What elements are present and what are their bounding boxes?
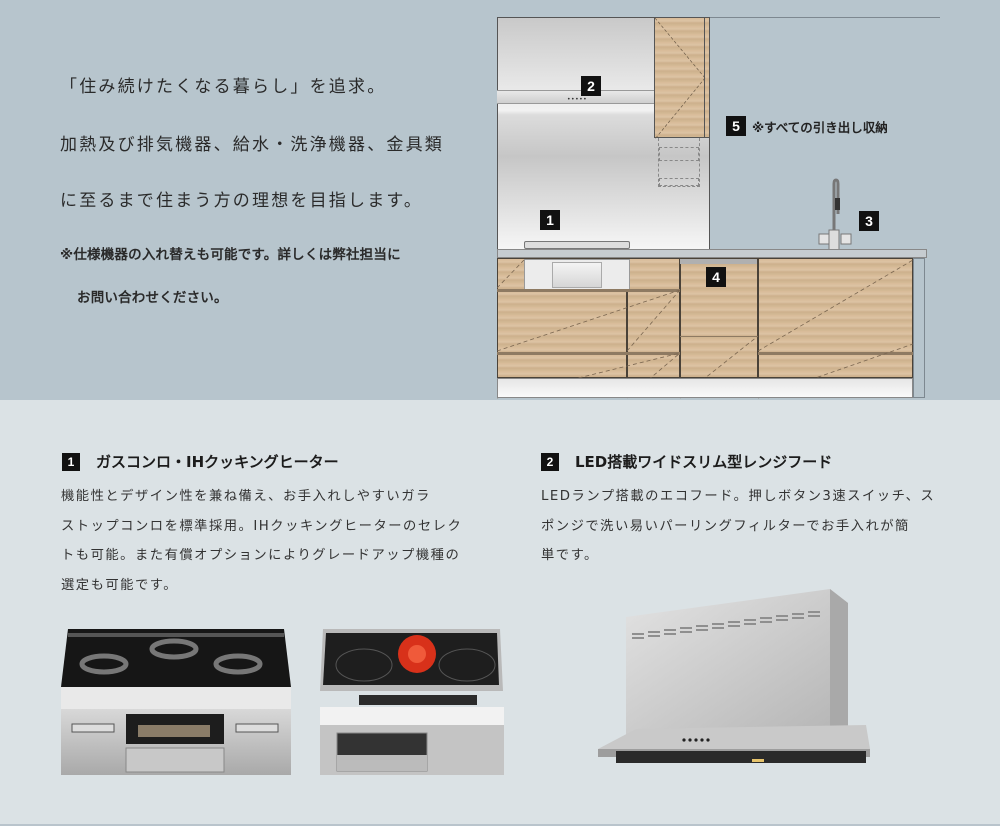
drawer-rail [497, 289, 680, 292]
footer-divider [0, 824, 1000, 826]
cabinet-edge [704, 18, 705, 137]
section-1-heading: ガスコンロ・IHクッキングヒーター [96, 453, 339, 471]
intro-line: 「住み続けたくなる暮らし」を追求。 [60, 77, 387, 97]
intro-line: に至るまで住まう方の理想を目指します。 [60, 191, 424, 211]
marker-5-label: ※すべての引き出し収納 [752, 120, 888, 135]
cooktop-drawing [524, 241, 630, 249]
section-2-heading: LED搭載ワイドスリム型レンジフード [575, 453, 833, 471]
range-hood-drawing [497, 90, 654, 104]
section-1-title: 1 ガスコンロ・IHクッキングヒーター [62, 451, 339, 472]
section-2-body: LEDランプ搭載のエコフード。押しボタン3速スイッチ、ス ポンジで洗い易いパーリ… [541, 482, 935, 571]
marker-5: 5 [726, 116, 746, 136]
upper-cabinet [654, 17, 710, 139]
body-line: LEDランプ搭載のエコフード。押しボタン3速スイッチ、ス [541, 489, 936, 504]
hood-buttons: ••••• [567, 96, 588, 103]
base-cabinet-narrow [627, 258, 680, 378]
body-line: トも可能。また有償オプションによりグレードアップ機種の [61, 548, 461, 563]
intro-line: 加熱及び排気機器、給水・洗浄機器、金具類 [60, 135, 444, 155]
intro-note: お問い合わせください。 [77, 290, 228, 306]
marker-3: 3 [859, 211, 879, 231]
drawer-rail [758, 352, 913, 355]
body-line: ストップコンロを標準採用。IHクッキングヒーターのセレク [61, 518, 463, 534]
cabinet-hinge-lines [655, 18, 706, 139]
marker-4: 4 [706, 267, 726, 287]
marker-1: 1 [540, 210, 560, 230]
range-hood-image [598, 589, 870, 763]
intro-note: ※仕様機器の入れ替えも可能です。詳しくは弊社担当に [60, 247, 401, 263]
section-2-badge: 2 [541, 452, 559, 471]
countertop [497, 249, 927, 258]
grill-door [552, 262, 602, 288]
dish-dryer-outline [658, 138, 700, 187]
faucet-drawing [818, 178, 852, 254]
gas-stove-image [61, 629, 291, 775]
drawer-rail [497, 352, 680, 355]
body-line: 機能性とデザイン性を兼ね備え、お手入れしやすいガラ [61, 489, 431, 504]
plinth [497, 378, 913, 398]
base-cabinet-sink [758, 258, 913, 378]
section-2-title: 2 LED搭載ワイドスリム型レンジフード [541, 451, 832, 472]
section-1-body: 機能性とデザイン性を兼ね備え、お手入れしやすいガラ ストップコンロを標準採用。I… [61, 482, 462, 600]
dish-tray-outline [659, 178, 699, 186]
drawer-rail [680, 336, 758, 337]
end-panel [913, 258, 925, 398]
dishwasher-panel [680, 259, 757, 264]
marker-2: 2 [581, 76, 601, 96]
dish-rack-outline [659, 147, 699, 161]
ih-cooktop-image [320, 629, 504, 775]
body-line: 選定も可能です。 [61, 577, 179, 593]
ceiling-line [497, 17, 940, 18]
body-line: ポンジで洗い易いパーリングフィルターでお手入れが簡 [541, 518, 910, 534]
body-line: 単です。 [541, 548, 599, 563]
kitchen-elevation-diagram: ••••• [0, 0, 1000, 400]
section-1-badge: 1 [62, 452, 80, 471]
